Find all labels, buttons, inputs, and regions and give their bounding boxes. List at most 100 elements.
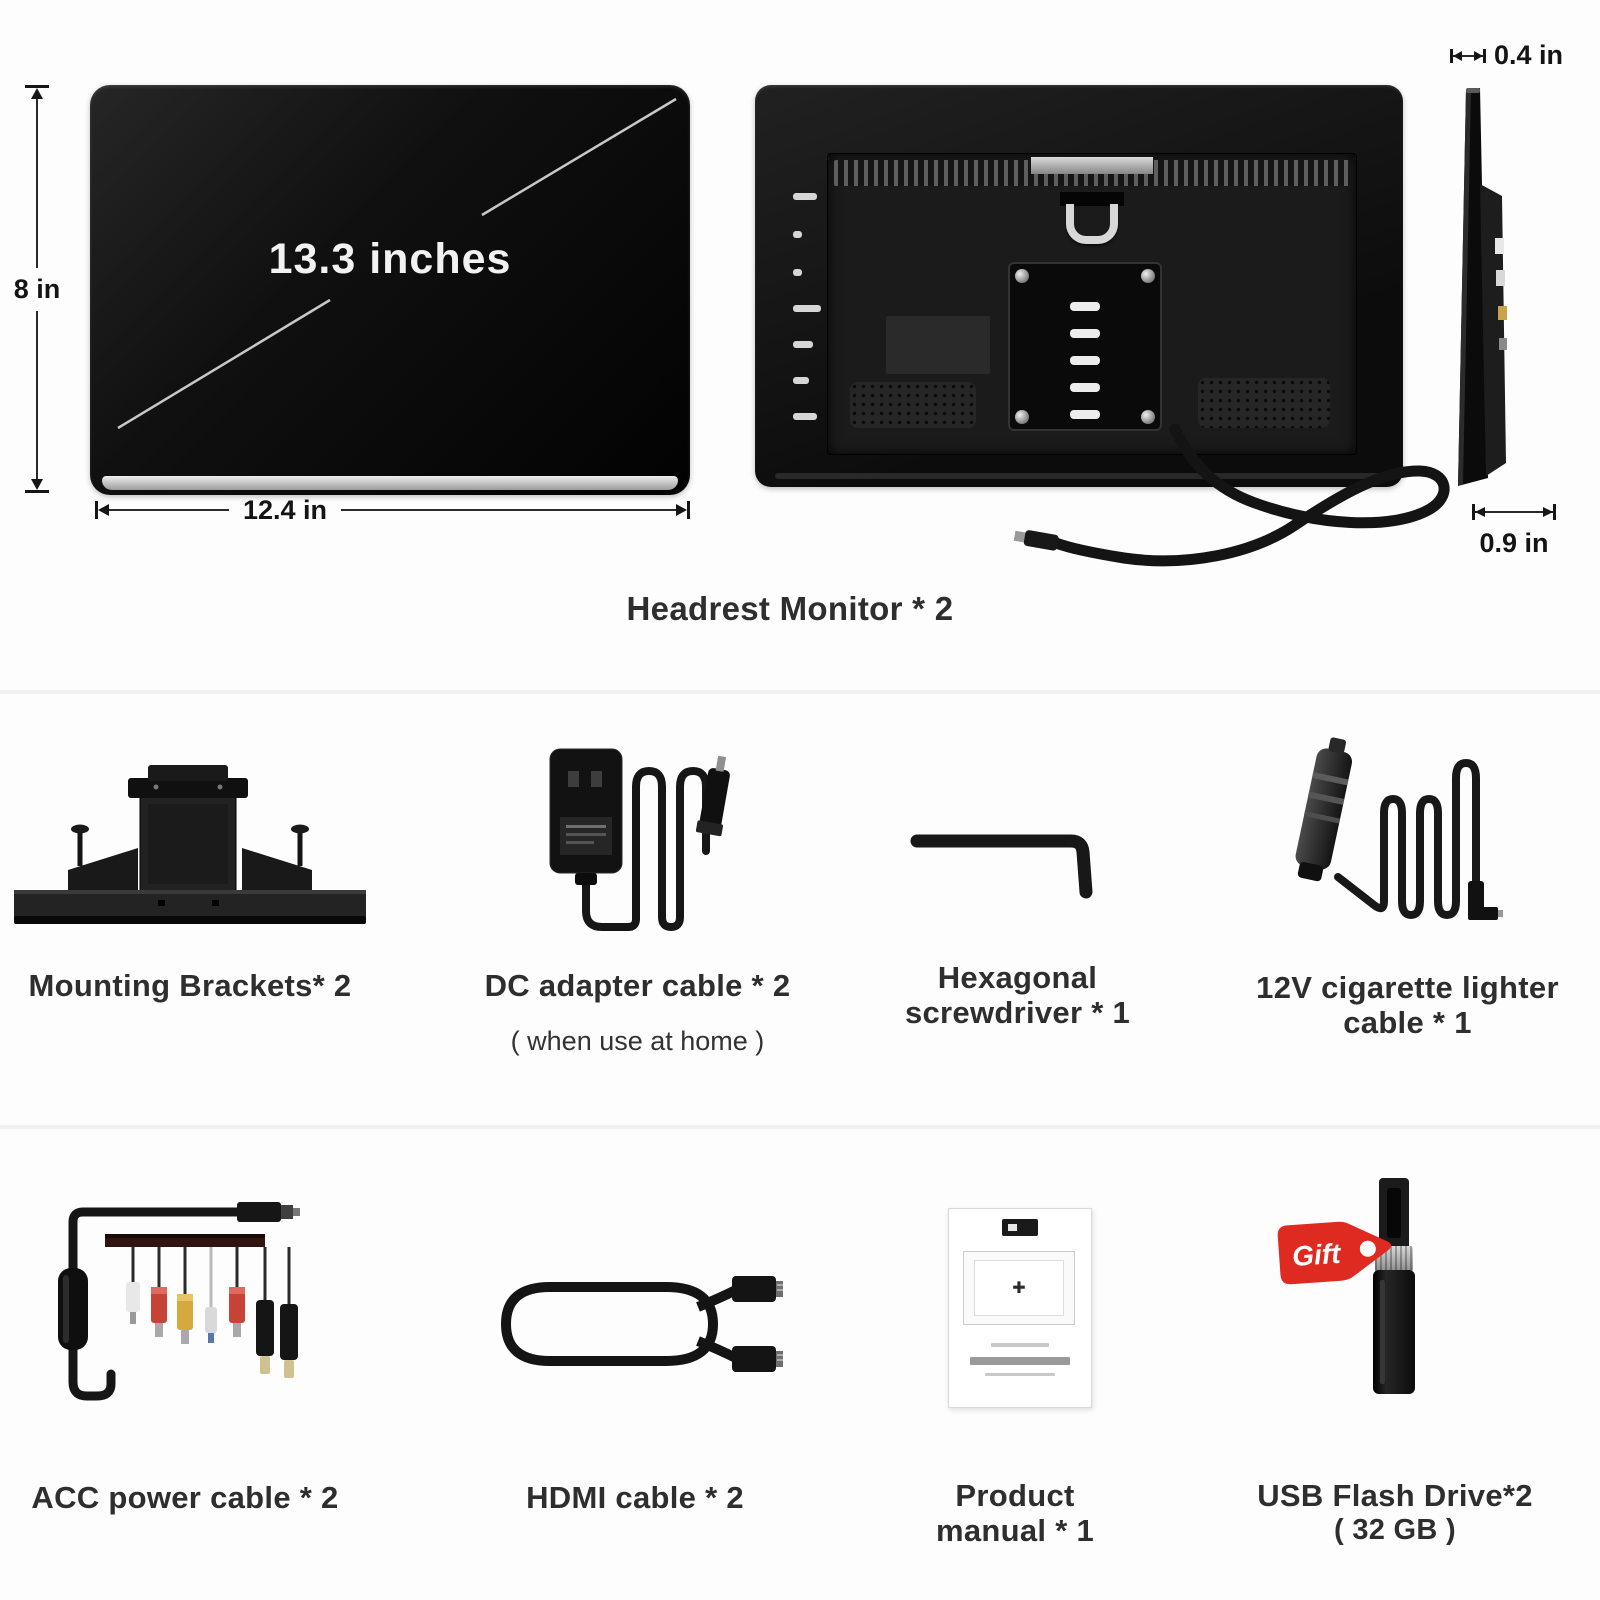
screw-icon bbox=[1141, 269, 1155, 283]
strap-hole bbox=[1387, 1188, 1401, 1238]
dimension-cap bbox=[25, 490, 49, 493]
mount-hook bbox=[1066, 204, 1118, 244]
width-dimension-label: 12.4 in bbox=[243, 494, 328, 525]
speaker-grille-left bbox=[850, 382, 976, 428]
acc-power-cable-graphic bbox=[58, 1202, 300, 1401]
dimension-marker bbox=[1450, 48, 1486, 63]
rca-plug-red bbox=[229, 1287, 245, 1323]
dc-adapter-label: DC adapter cable * 2 bbox=[484, 968, 791, 1003]
product-manual-label: Product manual * 1 bbox=[880, 1478, 1150, 1548]
section-divider bbox=[0, 1125, 1600, 1129]
usb-drive-label-line2: ( 32 GB ) bbox=[1334, 1514, 1456, 1546]
cover-text-line bbox=[985, 1373, 1055, 1376]
mount-slot bbox=[1070, 329, 1100, 338]
monitor-back-view bbox=[755, 85, 1403, 487]
back-panel bbox=[827, 153, 1357, 455]
side-port-gold bbox=[1498, 306, 1507, 320]
usb-strap bbox=[1379, 1178, 1409, 1250]
section-divider bbox=[0, 690, 1600, 694]
hdmi-cable-label: HDMI cable * 2 bbox=[526, 1480, 744, 1515]
bottom-trim bbox=[775, 473, 1383, 479]
rca-plug-red bbox=[151, 1287, 167, 1323]
side-port bbox=[1495, 238, 1504, 254]
hex-screwdriver-label: Hexagonal screwdriver * 1 bbox=[860, 960, 1175, 1030]
right-angle-plug bbox=[1468, 881, 1503, 920]
barrel-connector bbox=[256, 1300, 274, 1356]
screw-icon bbox=[1141, 410, 1155, 424]
gift-tag-icon: Gift bbox=[1277, 1221, 1392, 1285]
usb-drive-label-line1: USB Flash Drive*2 bbox=[1257, 1478, 1533, 1513]
dimension-line bbox=[36, 310, 38, 479]
cigarette-lighter-graphic bbox=[1295, 737, 1503, 920]
asterisk-icon: ✚ bbox=[1012, 1280, 1026, 1297]
vent-silver-bar bbox=[1031, 157, 1153, 174]
product-manual-graphic: ✚ bbox=[948, 1208, 1092, 1408]
speaker-grille-right bbox=[1198, 378, 1330, 428]
cigarette-lighter-label-line2: cable * 1 bbox=[1343, 1005, 1472, 1040]
label-plate bbox=[886, 316, 990, 374]
screen-size-label: 13.3 inches bbox=[268, 235, 512, 283]
barrel-connector bbox=[280, 1304, 298, 1360]
screw-icon bbox=[1015, 410, 1029, 424]
dimension-line bbox=[341, 509, 676, 511]
monitor-front-view: 13.3 inches bbox=[90, 85, 690, 495]
dc-adapter-graphic bbox=[549, 748, 730, 932]
dimension-tick bbox=[687, 501, 690, 519]
cigarette-lighter-label: 12V cigarette lighter cable * 1 bbox=[1235, 970, 1580, 1040]
lighter-plug bbox=[1295, 737, 1353, 882]
acc-connector bbox=[237, 1202, 281, 1222]
thickness-top-dimension: 0.4 in bbox=[1448, 40, 1563, 71]
arrow-down-icon bbox=[31, 479, 43, 490]
cable-plug bbox=[1013, 530, 1059, 551]
hook-plate bbox=[1060, 192, 1124, 206]
arrow-left-icon bbox=[98, 504, 109, 516]
monitor-chin-bezel bbox=[102, 476, 678, 490]
hex-key-graphic bbox=[910, 834, 1093, 899]
hdmi-cable-graphic bbox=[500, 1276, 783, 1372]
product-manual-label-line2: manual * 1 bbox=[935, 1513, 1095, 1548]
control-button bbox=[793, 341, 813, 348]
manual-cover-image: ✚ bbox=[963, 1251, 1075, 1325]
thickness-bottom-dimension: 0.9 in bbox=[1468, 502, 1560, 559]
screen-diagonal-lines bbox=[117, 97, 677, 430]
rca-plug-yellow bbox=[177, 1294, 193, 1330]
arrow-up-icon bbox=[31, 88, 43, 99]
control-button bbox=[793, 231, 802, 238]
gift-tag-label: Gift bbox=[1291, 1238, 1343, 1272]
monitor-power-cable bbox=[1013, 423, 1450, 567]
hex-screwdriver-label-line2: screwdriver * 1 bbox=[904, 995, 1131, 1030]
monitor-side-view bbox=[1458, 88, 1507, 486]
height-dimension: 8 in bbox=[8, 85, 66, 493]
hdmi-connector bbox=[732, 1276, 783, 1302]
brand-logo bbox=[1002, 1219, 1038, 1236]
headrest-monitor-caption: Headrest Monitor * 2 bbox=[626, 590, 954, 627]
dimension-line bbox=[109, 509, 229, 511]
dimension-tick bbox=[95, 501, 98, 519]
usb-flash-drive-graphic: Gift bbox=[1275, 1178, 1455, 1418]
cover-text-line bbox=[991, 1343, 1049, 1347]
white-plug bbox=[205, 1307, 217, 1333]
usb-body bbox=[1373, 1270, 1415, 1394]
width-dimension: 12.4 in bbox=[95, 495, 690, 525]
screw-icon bbox=[1015, 269, 1029, 283]
mount-slot bbox=[1070, 302, 1100, 311]
control-button bbox=[793, 193, 817, 200]
white-plug bbox=[126, 1282, 140, 1312]
side-port bbox=[1496, 270, 1505, 286]
dimension-marker bbox=[1472, 504, 1556, 520]
product-manual-label-line1: Product bbox=[955, 1478, 1075, 1513]
mount-slot bbox=[1070, 410, 1100, 419]
acc-cable-label: ACC power cable * 2 bbox=[31, 1480, 339, 1515]
control-button bbox=[793, 305, 821, 312]
dimension-line bbox=[36, 99, 38, 268]
mounting-brackets-label: Mounting Brackets* 2 bbox=[28, 968, 352, 1003]
side-port bbox=[1499, 338, 1507, 350]
usb-drive-label: USB Flash Drive*2 ( 32 GB ) bbox=[1225, 1478, 1565, 1548]
control-button bbox=[793, 377, 809, 384]
mount-slot bbox=[1070, 383, 1100, 392]
manual-cover-monitor: ✚ bbox=[974, 1260, 1064, 1316]
cigarette-lighter-label-line1: 12V cigarette lighter bbox=[1256, 970, 1559, 1005]
control-button bbox=[793, 413, 817, 420]
cover-title-line bbox=[970, 1357, 1070, 1365]
